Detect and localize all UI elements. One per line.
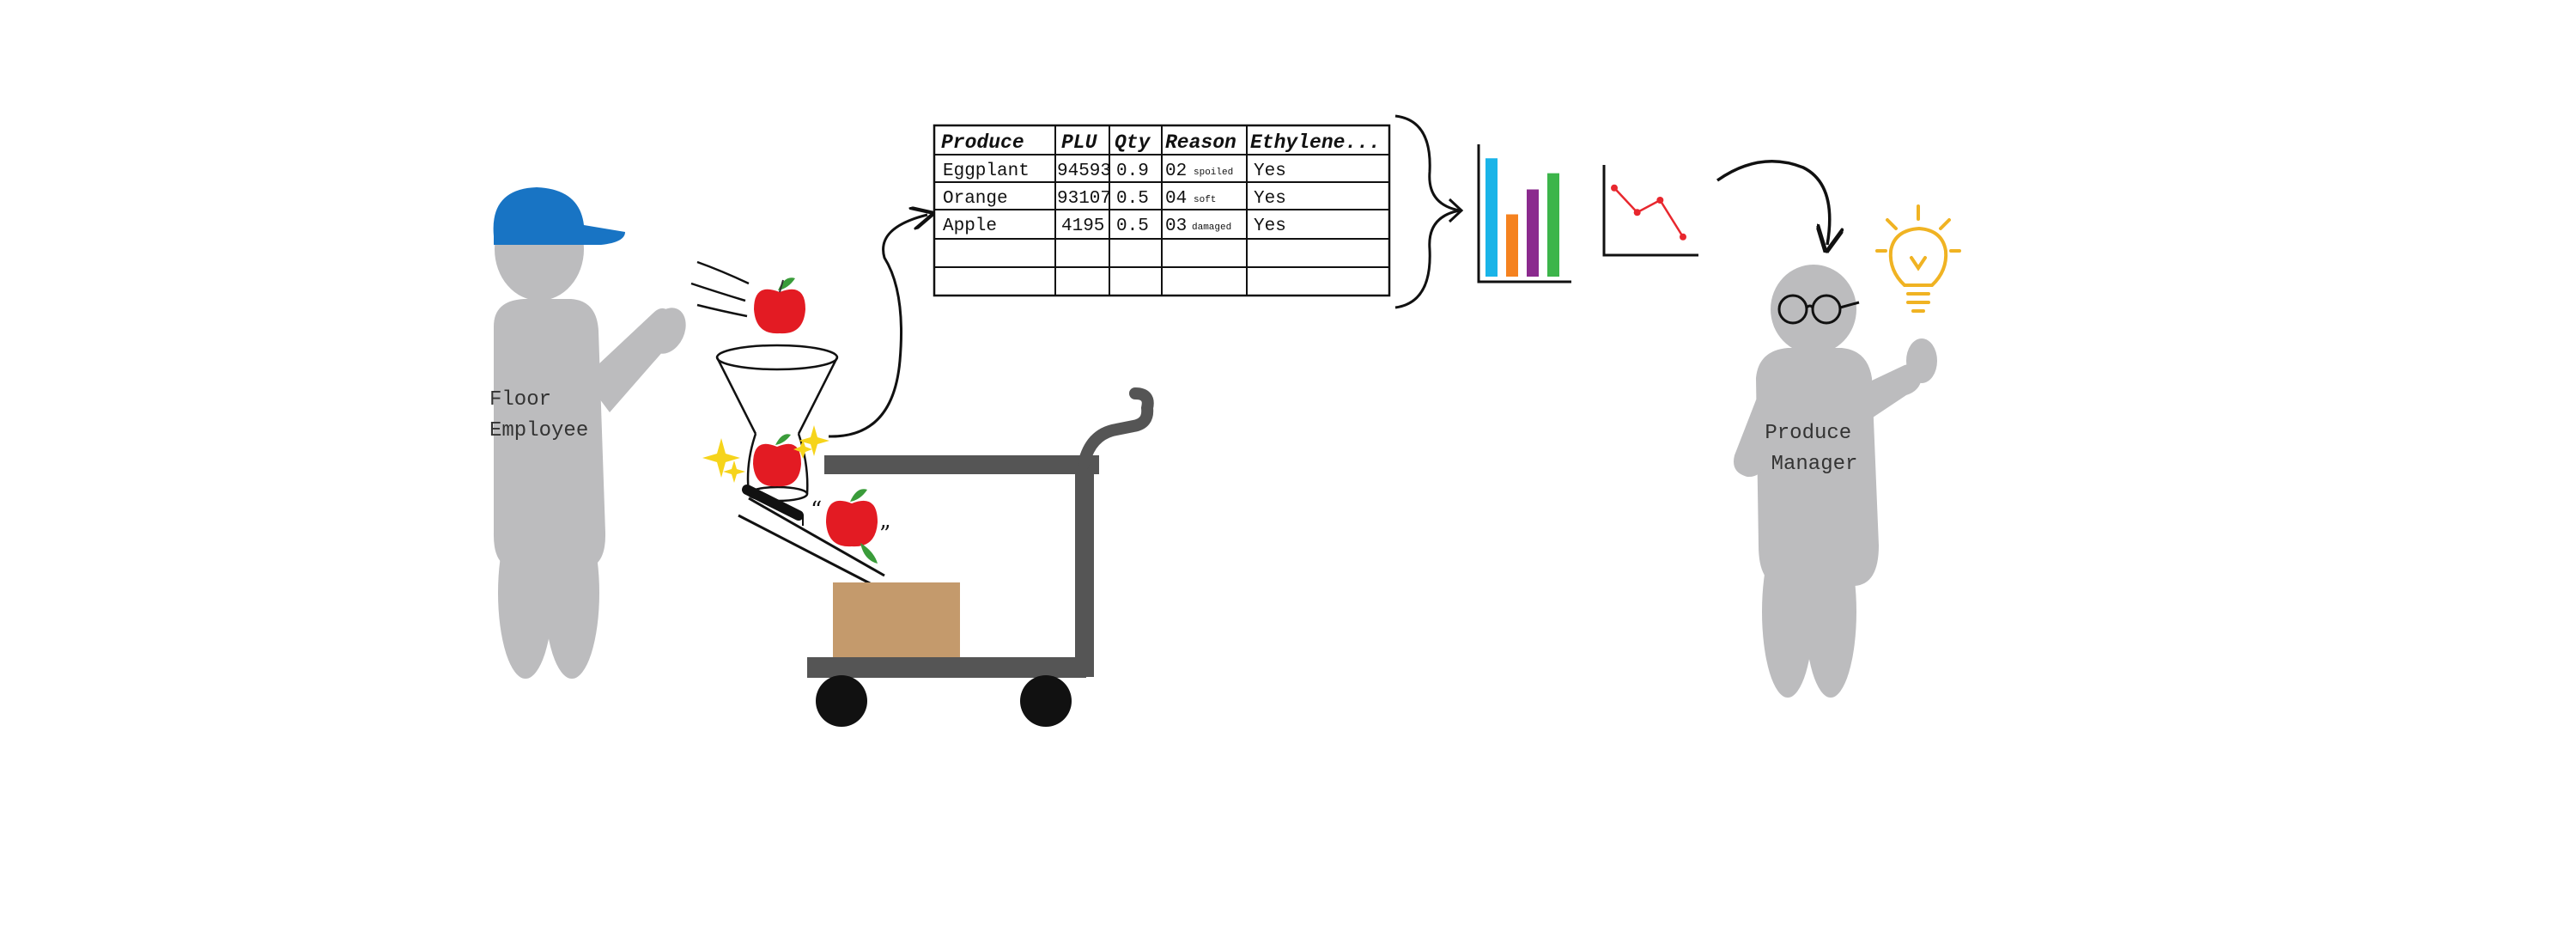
svg-text:Apple: Apple — [943, 216, 997, 236]
produce-box — [833, 582, 960, 660]
table-header-reason: Reason — [1165, 131, 1236, 154]
line-chart-point — [1656, 197, 1664, 204]
produce-manager-hand — [1906, 338, 1937, 383]
scan-to-table-arrow — [828, 215, 927, 438]
svg-text:Yes: Yes — [1254, 162, 1286, 181]
produce-manager-arm-left — [1734, 378, 1786, 478]
table-row: Apple 4195 0.5 03 damaged Yes — [943, 216, 1286, 236]
table-header-qty: Qty — [1115, 131, 1151, 154]
table-row: Eggplant 94593 0.9 02 spoiled Yes — [943, 162, 1286, 181]
bar-chart-icon — [1477, 144, 1571, 283]
apple-icon — [754, 277, 805, 334]
cap-icon — [493, 187, 625, 245]
line-chart-point — [1633, 209, 1641, 216]
sliding-apple-icon: “ ” — [811, 489, 890, 564]
glasses-icon — [1777, 294, 1860, 325]
svg-text:02: 02 — [1165, 162, 1187, 181]
produce-manager-label: Produce Manager — [1765, 422, 1863, 476]
svg-text:0.5: 0.5 — [1116, 216, 1149, 236]
bar-chart-bar — [1547, 173, 1559, 277]
chute — [738, 485, 885, 586]
table-header-plu: PLU — [1061, 131, 1098, 154]
table-row: Orange 93107 0.5 04 soft Yes — [943, 189, 1286, 209]
toss-motion-lines — [690, 260, 750, 318]
table-header-produce: Produce — [941, 131, 1024, 154]
svg-text:damaged: damaged — [1192, 223, 1231, 233]
svg-text:0.5: 0.5 — [1116, 189, 1149, 209]
sparkle-icon — [702, 425, 829, 483]
svg-text:“: “ — [811, 497, 822, 523]
line-chart-point — [1680, 233, 1686, 241]
curly-brace — [1394, 114, 1461, 309]
cart-wheel — [1020, 675, 1072, 727]
svg-text:94593: 94593 — [1057, 162, 1111, 181]
svg-text:93107: 93107 — [1057, 189, 1111, 209]
produce-manager-body — [1756, 348, 1879, 586]
scanned-apple-icon — [753, 434, 801, 487]
scanner-funnel — [715, 344, 839, 503]
svg-text:04: 04 — [1165, 189, 1187, 209]
bar-chart-bar — [1506, 214, 1518, 277]
cart-wheel — [816, 675, 867, 727]
produce-manager-figure: Produce Manager — [1734, 265, 1937, 698]
produce-manager-arm-right — [1859, 364, 1922, 421]
svg-text:Orange: Orange — [943, 189, 1008, 209]
cart — [807, 387, 1154, 727]
table-header-ethylene: Ethylene... — [1250, 131, 1381, 154]
floor-employee-body — [493, 299, 606, 569]
svg-text:0.9: 0.9 — [1116, 162, 1149, 181]
floor-employee-label: Floor Employee — [489, 388, 588, 442]
lightbulb-icon — [1875, 204, 1961, 313]
svg-text:03: 03 — [1165, 216, 1187, 236]
floor-employee-figure: Floor Employee — [489, 187, 686, 679]
svg-text:Eggplant: Eggplant — [943, 162, 1030, 181]
shrink-data-table: Produce PLU Qty Reason Ethylene... Eggpl… — [933, 124, 1391, 297]
svg-text:soft: soft — [1194, 195, 1216, 205]
bar-chart-bar — [1527, 189, 1539, 277]
line-chart-icon — [1602, 165, 1698, 257]
svg-text:”: ” — [879, 521, 890, 547]
svg-text:4195: 4195 — [1061, 216, 1104, 236]
svg-text:Yes: Yes — [1254, 216, 1286, 236]
svg-text:spoiled: spoiled — [1194, 168, 1233, 178]
svg-text:Yes: Yes — [1254, 189, 1286, 209]
charts-to-manager-arrow — [1716, 159, 1830, 245]
bar-chart-bar — [1485, 158, 1498, 277]
floor-employee-hand — [648, 308, 686, 354]
line-chart-point — [1611, 184, 1618, 192]
